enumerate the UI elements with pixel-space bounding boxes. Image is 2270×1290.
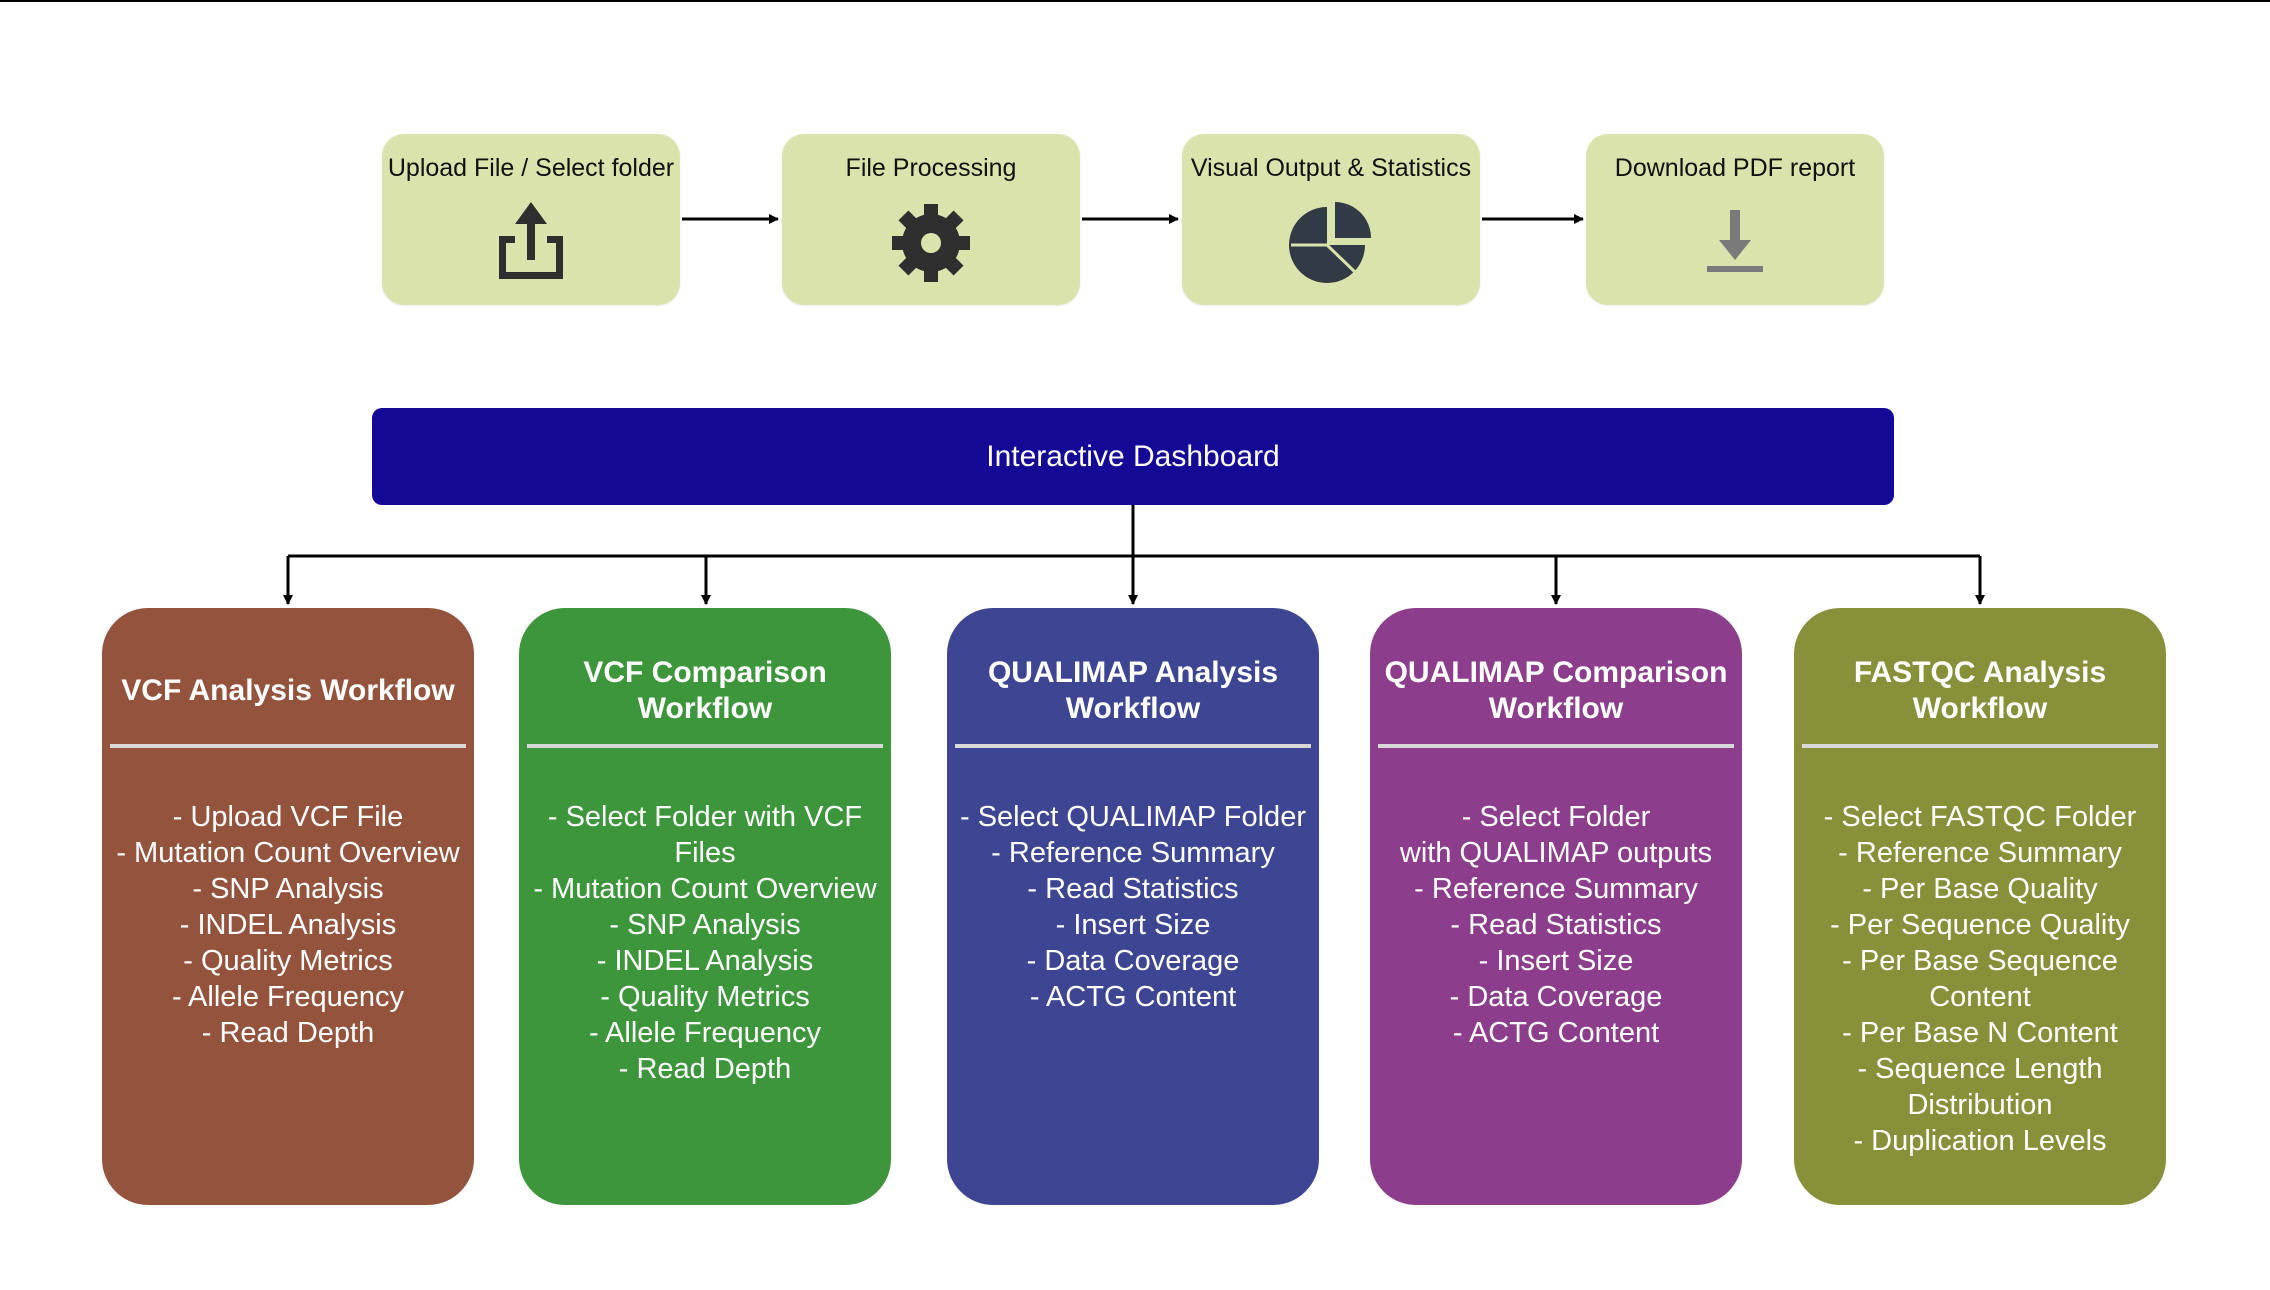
workflow-item: - Read Depth (201, 1017, 375, 1049)
workflow-item: - Read Statistics (1450, 909, 1662, 941)
card-title: VCF Analysis Workflow (121, 674, 455, 707)
workflow-item: - SNP Analysis (609, 909, 801, 941)
workflow-item: - Mutation Count Overview (116, 837, 460, 869)
card-divider (110, 744, 466, 748)
workflow-item: - Reference Summary (1838, 837, 2122, 869)
top-border (0, 0, 2270, 2)
gear-icon (782, 200, 1080, 286)
workflow-item: - Per Base Quality (1862, 873, 2098, 905)
download-icon (1586, 200, 1884, 286)
workflow-item: - Insert Size (1478, 945, 1634, 977)
step-label: Upload File / Select folder (387, 154, 675, 182)
workflow-item: - Upload VCF File (172, 801, 404, 833)
vcf-comparison-card: VCF Comparison Workflow - Select Folder … (519, 608, 891, 1205)
card-divider (1378, 744, 1734, 748)
workflow-item: - Insert Size (1055, 909, 1211, 941)
card-title: QUALIMAP Comparison Workflow (1384, 656, 1728, 725)
card-items: - Upload VCF File - Mutation Count Overvi… (102, 799, 474, 1051)
workflow-item: - Select FASTQC Folder (1823, 801, 2137, 833)
workflow-item: - Select Folder with QUALIMAP outputs (1399, 801, 1713, 869)
card-divider (527, 744, 883, 748)
workflow-item: - Duplication Levels (1853, 1125, 2107, 1157)
workflow-item: - Reference Summary (991, 837, 1275, 869)
fastqc-analysis-card: FASTQC Analysis Workflow - Select FASTQC… (1794, 608, 2166, 1205)
workflow-item: - Per Base N Content (1842, 1017, 2118, 1049)
step-download: Download PDF report (1586, 134, 1884, 305)
workflow-item: - ACTG Content (1452, 1017, 1660, 1049)
card-items: - Select Folder with QUALIMAP outputs - R… (1370, 799, 1742, 1051)
step-label: File Processing (845, 154, 1017, 182)
workflow-item: - Read Statistics (1027, 873, 1239, 905)
workflow-item: - Mutation Count Overview (533, 873, 877, 905)
workflow-item: - Per Sequence Quality (1830, 909, 2130, 941)
qualimap-comparison-card: QUALIMAP Comparison Workflow - Select Fo… (1370, 608, 1742, 1205)
workflow-item: - Quality Metrics (183, 945, 393, 977)
interactive-dashboard-bar: Interactive Dashboard (372, 408, 1894, 505)
workflow-item: - Select QUALIMAP Folder (960, 801, 1306, 833)
step-visual-output: Visual Output & Statistics (1182, 134, 1480, 305)
workflow-item: - Sequence Length Distribution (1857, 1053, 2103, 1121)
workflow-item: - ACTG Content (1029, 981, 1237, 1013)
card-title: VCF Comparison Workflow (583, 656, 827, 725)
qualimap-analysis-card: QUALIMAP Analysis Workflow - Select QUAL… (947, 608, 1319, 1205)
card-divider (1802, 744, 2158, 748)
card-items: - Select FASTQC Folder - Reference Summar… (1794, 799, 2166, 1159)
card-items: - Select Folder with VCF Files - Mutation… (519, 799, 891, 1087)
step-label: Download PDF report (1614, 154, 1856, 182)
upload-icon (382, 200, 680, 286)
workflow-item: - Allele Frequency (171, 981, 405, 1013)
workflow-item: - Per Base Sequence Content (1842, 945, 2118, 1013)
card-title: QUALIMAP Analysis Workflow (987, 656, 1279, 725)
step-upload: Upload File / Select folder (382, 134, 680, 305)
workflow-item: - Allele Frequency (588, 1017, 822, 1049)
workflow-item: - Data Coverage (1026, 945, 1240, 977)
workflow-item: - Quality Metrics (600, 981, 810, 1013)
workflow-item: - INDEL Analysis (596, 945, 814, 977)
workflow-item: - Reference Summary (1414, 873, 1698, 905)
card-divider (955, 744, 1311, 748)
workflow-item: - Select Folder with VCF Files (547, 801, 863, 869)
step-processing: File Processing (782, 134, 1080, 305)
card-items: - Select QUALIMAP Folder - Reference Summ… (947, 799, 1319, 1015)
workflow-item: - SNP Analysis (192, 873, 384, 905)
pie-chart-icon (1182, 200, 1480, 286)
step-label: Visual Output & Statistics (1190, 154, 1472, 182)
card-title: FASTQC Analysis Workflow (1853, 656, 2107, 725)
vcf-analysis-card: VCF Analysis Workflow - Upload VCF File-… (102, 608, 474, 1205)
workflow-item: - Read Depth (618, 1053, 792, 1085)
workflow-item: - INDEL Analysis (179, 909, 397, 941)
workflow-item: - Data Coverage (1449, 981, 1663, 1013)
